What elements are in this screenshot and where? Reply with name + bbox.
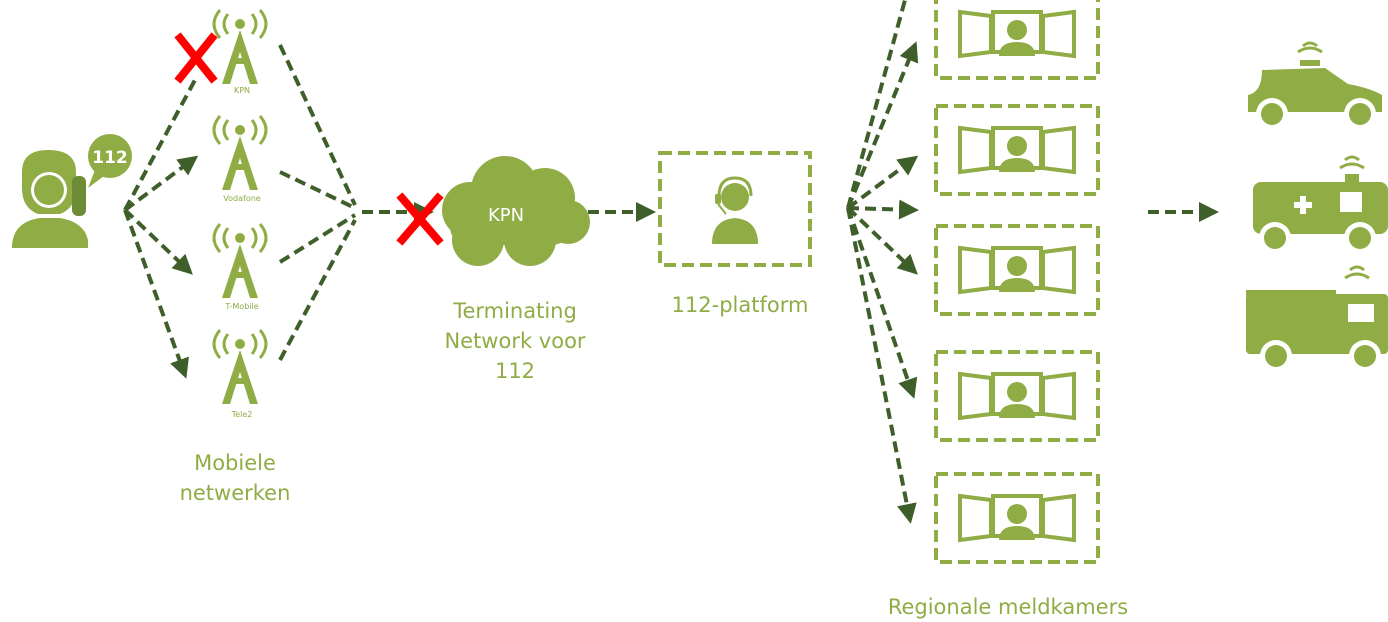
regional-room-5 <box>934 472 1100 564</box>
cell-tower-icon-4 <box>212 329 268 404</box>
ambulance-icon <box>1253 155 1388 254</box>
arrow-platform-room-2 <box>846 155 919 210</box>
terminating-network-cloud <box>442 156 590 266</box>
tower-label-kpn: KPN <box>233 86 251 95</box>
regional-room-3 <box>934 224 1100 316</box>
operator-screens-icon <box>958 9 1076 59</box>
arrow-platform-room-4 <box>846 206 918 275</box>
platform-label: 112-platform <box>671 293 809 317</box>
arrow-kpn-hub <box>278 44 357 206</box>
operator-headset-icon <box>712 176 758 244</box>
caller-badge-text: 112 <box>92 148 128 168</box>
operator-screens-icon <box>958 125 1076 175</box>
cell-tower-icon-3 <box>212 223 268 298</box>
tower-group <box>212 9 268 404</box>
cloud-label: KPN <box>488 205 525 226</box>
arrow-tmobile-hub <box>278 213 357 264</box>
fire-truck-icon <box>1246 265 1388 372</box>
terminating-network-label: Terminating Network voor 112 <box>444 299 586 383</box>
police-car-icon <box>1248 41 1382 130</box>
tower-label-tele2: Tele2 <box>231 410 253 419</box>
arrow-caller-kpn <box>123 79 197 211</box>
arrow-caller-vodafone <box>123 155 199 212</box>
operator-screens-icon <box>958 493 1076 543</box>
arrow-tele2-hub <box>278 219 357 361</box>
arrow-platform-room-6 <box>846 207 917 524</box>
regional-room-2 <box>934 104 1100 196</box>
arrow-caller-tele2 <box>123 209 189 379</box>
failure-cross-terminating <box>396 192 444 246</box>
cell-tower-icon-2 <box>212 115 268 190</box>
mobile-networks-label: Mobiele netwerken <box>179 451 291 505</box>
arrow-platform-room-top <box>846 0 907 209</box>
platform-box <box>658 151 812 267</box>
arrow-platform-room-3 <box>847 199 919 220</box>
arrow-platform-room-1 <box>846 41 919 209</box>
regional-rooms-label: Regionale meldkamers <box>887 595 1129 619</box>
regional-room-1 <box>934 0 1100 80</box>
caller-icon <box>12 134 132 248</box>
operator-screens-icon <box>958 371 1076 421</box>
regional-room-4 <box>934 350 1100 442</box>
tower-label-vodafone: Vodafone <box>223 194 261 203</box>
tower-label-tmobile: T-Mobile <box>225 302 259 311</box>
cell-tower-icon-1 <box>212 9 268 84</box>
operator-screens-icon <box>958 245 1076 295</box>
regional-rooms-group <box>934 0 1100 564</box>
arrow-caller-tmobile <box>123 208 193 275</box>
arrow-vodafone-hub <box>279 170 356 210</box>
failure-cross-kpn-tower <box>174 32 218 84</box>
